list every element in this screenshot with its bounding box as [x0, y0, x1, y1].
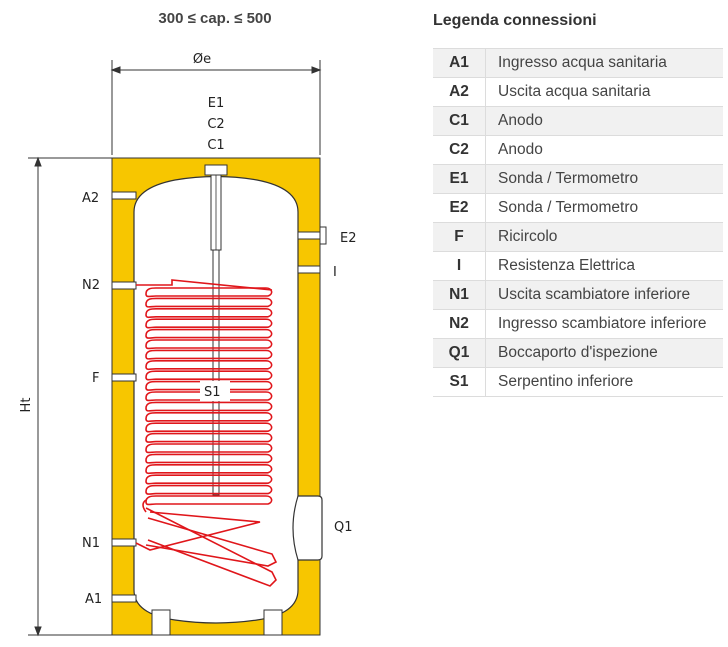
legend-description: Ingresso scambiatore inferiore	[485, 309, 723, 339]
label-e2: E2	[340, 231, 357, 246]
coil-turn	[145, 339, 273, 350]
coil-turn	[145, 484, 273, 495]
legend-code: F	[433, 222, 486, 252]
height-label: Ht	[19, 398, 34, 413]
legend-code: N1	[433, 280, 486, 310]
coil-turn	[145, 297, 273, 308]
coil-turn	[145, 287, 273, 298]
pipe-n2	[111, 281, 137, 290]
label-i: I	[333, 265, 337, 280]
label-a2: A2	[82, 191, 99, 206]
boiler-diagram: Øe Ht E1 C2 C1 A2 N2 F N1 A1	[19, 52, 357, 637]
coil-turn	[145, 412, 273, 423]
coil-turn	[145, 453, 273, 464]
legend-code: S1	[433, 367, 486, 397]
legend-description: Ricircolo	[485, 222, 723, 252]
height-dimension	[28, 156, 118, 637]
label-s1-background	[200, 381, 230, 401]
label-e1-top: E1	[208, 96, 225, 111]
coil-return-a	[145, 507, 277, 587]
label-f: F	[92, 371, 99, 386]
label-q1: Q1	[334, 520, 353, 535]
legend-code: A2	[433, 77, 486, 107]
legend-description: Uscita acqua sanitaria	[485, 77, 723, 107]
pipe-a1	[111, 594, 137, 603]
label-a1: A1	[85, 592, 102, 607]
label-c1-top: C1	[207, 138, 224, 153]
coil-turn	[145, 318, 273, 329]
legend-code: I	[433, 251, 486, 281]
label-c2-top: C2	[207, 117, 224, 132]
coil-turn	[145, 474, 273, 485]
coil-turn	[145, 464, 273, 475]
legend-description: Serpentino inferiore	[485, 367, 723, 397]
coil-turn	[145, 422, 273, 433]
anode-rod	[204, 164, 228, 496]
coil-s1	[135, 279, 278, 587]
legend-code: A1	[433, 48, 486, 78]
coil-turn	[145, 308, 273, 319]
legend-description: Anodo	[485, 135, 723, 165]
capacity-title: 300 ≤ cap. ≤ 500	[158, 10, 272, 27]
legend-description: Boccaporto d'ispezione	[485, 338, 723, 368]
coil-bend	[142, 499, 147, 513]
diameter-dimension	[110, 60, 322, 155]
legend-description: Anodo	[485, 106, 723, 136]
coil-outlet	[135, 511, 261, 551]
legend-code: C2	[433, 135, 486, 165]
coil-turn	[145, 328, 273, 339]
legend-description: Resistenza Elettrica	[485, 251, 723, 281]
pipe-a2	[111, 191, 137, 200]
coil-turn	[145, 432, 273, 443]
legend-description: Ingresso acqua sanitaria	[485, 48, 723, 78]
pipe-n1	[111, 538, 137, 547]
legend-code: E1	[433, 164, 486, 194]
legend-code: N2	[433, 309, 486, 339]
inspection-port-q1	[292, 495, 323, 561]
pipe-e2	[297, 226, 327, 245]
diameter-label: Øe	[193, 52, 211, 67]
coil-turn	[145, 370, 273, 381]
legend-title: Legenda connessioni	[433, 12, 597, 29]
legend-code: C1	[433, 106, 486, 136]
label-s1: S1	[204, 385, 221, 400]
legend-code: Q1	[433, 338, 486, 368]
legend-description: Sonda / Termometro	[485, 193, 723, 223]
coil-turn	[145, 360, 273, 371]
legend-description: Sonda / Termometro	[485, 164, 723, 194]
tank-foot-left	[151, 609, 171, 636]
coil-turn	[145, 401, 273, 412]
legend-description: Uscita scambiatore inferiore	[485, 280, 723, 310]
coil-turn	[145, 380, 273, 391]
coil-turn	[145, 495, 273, 506]
coil-return-b	[145, 517, 278, 567]
coil-turn	[145, 443, 273, 454]
legend-code: E2	[433, 193, 486, 223]
pipe-f	[111, 373, 137, 382]
label-n2: N2	[82, 278, 100, 293]
coil-turn	[145, 349, 273, 360]
coil-inlet	[136, 279, 273, 291]
coil-turn	[145, 391, 273, 402]
label-n1: N1	[82, 536, 100, 551]
pipe-i	[297, 265, 321, 274]
tank-foot-right	[263, 609, 283, 636]
